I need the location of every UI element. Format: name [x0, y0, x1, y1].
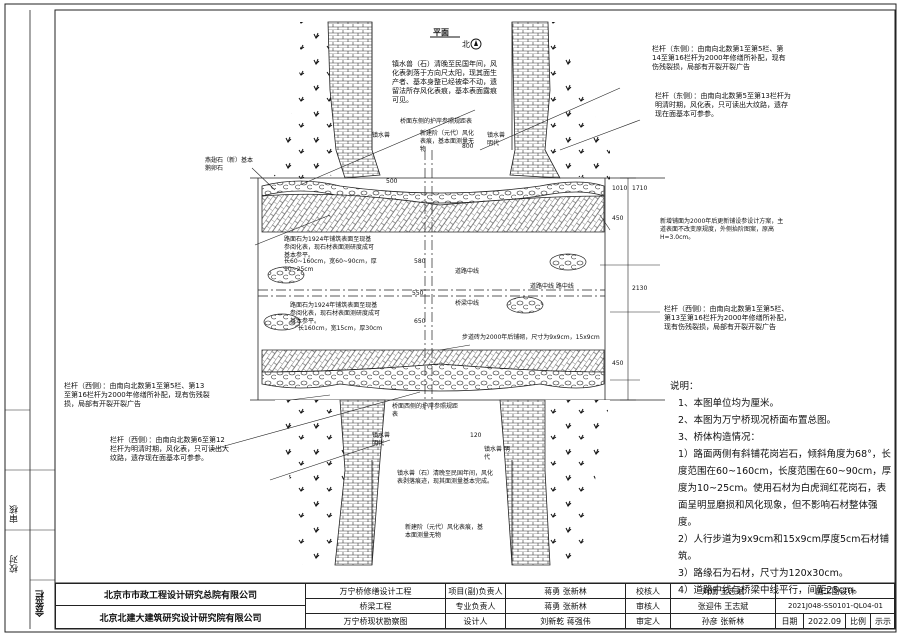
- south-east-wall: [499, 399, 551, 566]
- tb-r1-c1: 项目(副)负责人: [446, 584, 506, 599]
- org-1: 北京市市政工程设计研究总院有限公司: [56, 584, 306, 606]
- label-sw-pier-top: 镇水兽（石）清晚至民国年间，风化表剥落于方向尺太阳，现其面生产者、基本身整已经被…: [392, 60, 497, 104]
- tb-r3-c4: 孙彦 张新林: [671, 614, 776, 629]
- south-west-bank: [275, 400, 345, 565]
- label-rail-top: 桥面东侧的护岸参照规距表: [400, 118, 473, 125]
- dim-2130: 2130: [632, 285, 648, 292]
- project-name: 万宁桥修缮设计工程: [306, 584, 446, 599]
- tb-r2-c2: 蒋勇 张新林: [506, 599, 626, 614]
- label-post-top: 镇水兽 明代: [487, 132, 506, 147]
- north-paving: [261, 193, 605, 233]
- tb-r2-c1: 专业负责人: [446, 599, 506, 614]
- north-label: 北: [462, 40, 470, 49]
- org-2: 北京北建大建筑研究设计研究院有限公司: [56, 606, 306, 629]
- note-1: 1、本图单位均为厘米。: [678, 398, 780, 409]
- dim-550: 550: [412, 290, 424, 297]
- north-west-bank: [270, 22, 345, 180]
- note-3-2: 2）人行步道为9x9cm和15x9cm厚度5cm石材铺筑。: [678, 534, 889, 562]
- tb-date: 2022.09: [804, 614, 846, 629]
- dim-580: 580: [414, 258, 426, 265]
- tb-r2-c3: 审核人: [626, 599, 671, 614]
- label-south-beast: 镇水兽 明代: [372, 432, 391, 447]
- tb-r1-c4: 刘斌 王志斌: [671, 584, 776, 599]
- sidebar-top-label: 审核: [10, 505, 20, 523]
- label-paving-mid: 路面石为1924年铺筑表面至现基参阅化表，现石材表面测研度成可基本参平。: [290, 302, 381, 325]
- label-sidewalk: 步道砖为2000年后铺砌，尺寸为9x9cm，15x9cm: [462, 334, 600, 341]
- tb-r3-c3: 审定人: [626, 614, 671, 629]
- label-arch-top: 新建阶（元代）风化表痕，基本面测量无物: [420, 130, 475, 153]
- dim-800: 800: [462, 143, 474, 150]
- label-south-post: 镇水兽 明代: [484, 446, 510, 461]
- note-2: 2、本图为万宁桥现况桥面布置总图。: [678, 415, 837, 426]
- south-parapet: [261, 363, 605, 392]
- label-south-rail: 桥面西侧的护岸参照规距表: [392, 403, 459, 418]
- label-sw-railing2: 栏杆（西侧）：由南向北数第6至第12栏杆为明清时期，风化表，只可读出大纹路，遗存…: [110, 436, 229, 462]
- tb-r3-c1: 设计人: [446, 614, 506, 629]
- tb-scale-label: 比例: [846, 614, 871, 629]
- dim-1710: 1710: [632, 185, 648, 192]
- label-paving-top: 路面石为1924年铺筑表面至现基参阅化表，现石材表面测研度成可基本参平。: [284, 236, 375, 259]
- tb-r1-c3: 校核人: [626, 584, 671, 599]
- label-beast-top: 镇水兽: [372, 132, 391, 139]
- dim-650: 650: [414, 318, 426, 325]
- north-east-wall: [509, 21, 561, 179]
- subproject-name: 桥梁工程: [306, 599, 446, 614]
- dim-450a: 450: [612, 215, 624, 222]
- label-ne-railing2: 栏杆（东侧）：由南向北数第5至第13栏杆为明清时期，风化表，只可读出大纹路，遗存…: [655, 92, 791, 118]
- tb-r3-c2: 刘新乾 蒋强伟: [506, 614, 626, 629]
- label-west-stone: 燕翅石（新）基本鹅卵石: [205, 157, 254, 172]
- label-ne-railing: 栏杆（东侧）：由南向北数第1至第5栏、第14至第16栏杆为2000年修缮所补配，…: [652, 45, 786, 71]
- label-south-pier: 镇水兽（石）清晚至民国年间，风化表剥落痕迹，现其面测量基本完成。: [397, 470, 494, 485]
- label-se-railing: 栏杆（西侧）：由南向北数第1至第5栏、第13至第16栏杆为2000年修缮所补配，…: [664, 305, 791, 331]
- title-block: 北京市市政工程设计研究总院有限公司 北京北建大建筑研究设计研究院有限公司 万宁桥…: [55, 583, 895, 629]
- tb-scale: 示示: [875, 617, 891, 626]
- label-road-center: 道路中线: [455, 268, 480, 275]
- note-3-1: 1）路面两侧有斜铺花岗岩石，倾斜角度为68°，长度范围在60~160cm，长度范…: [678, 449, 892, 528]
- label-bridge-center: 桥梁中线: [455, 300, 480, 307]
- tb-r1-c5: 施工图设计: [776, 584, 895, 599]
- note-3-4: 4）道路中线与桥梁中线平行，间距25cm。: [678, 585, 863, 596]
- note-3-3: 3）路缘石为石材，尺寸为120x30cm。: [678, 568, 849, 579]
- label-sw-railing: 栏杆（西侧）：由南向北数第1至第5栏、第13至第16栏杆为2000年修缮所补配，…: [64, 382, 210, 408]
- sidebar-mid-label: 校对: [10, 555, 20, 573]
- dim-1010: 1010: [612, 185, 628, 192]
- plan-title: 平面: [433, 28, 449, 37]
- drawing-name: 万宁桥现状勘察图: [306, 614, 446, 629]
- dim-120: 120: [470, 432, 482, 439]
- label-south-arch: 新建阶（元代）风化表痕，基本面测量无物: [405, 524, 484, 539]
- note-3: 3、桥体构造情况：: [678, 432, 761, 443]
- dim-450b: 450: [612, 360, 624, 367]
- tb-r1-c2: 蒋勇 张新林: [506, 584, 626, 599]
- sidebar-bot-label: 会签栏: [36, 590, 46, 617]
- tb-r2-c4: 张迎伟 王志斌: [671, 599, 776, 614]
- notes-block: 说明： 1、本图单位均为厘米。 2、本图为万宁桥现况桥面布置总图。 3、桥体构造…: [670, 378, 892, 599]
- label-road-line: 道路中线 路中线: [530, 283, 574, 290]
- dim-500: 500: [386, 178, 398, 185]
- tb-drawing-number: 2021J048-SS0101-QL04-01: [776, 599, 895, 614]
- south-east-bank: [540, 400, 610, 560]
- tb-date-label: 日期: [776, 614, 804, 629]
- label-paving-size-mid: 长160cm，宽15cm，厚30cm: [298, 325, 383, 332]
- label-east-note: 新增铺面为2000年后更新铺设参设计方案，主道表面不改变原规度，外侧抬阶图案，原…: [660, 218, 784, 241]
- label-paving-size-top: 长60~160cm，宽60~90cm，厚10~25cm: [284, 258, 377, 273]
- north-east-bank: [540, 22, 610, 180]
- notes-title: 说明：: [670, 381, 699, 392]
